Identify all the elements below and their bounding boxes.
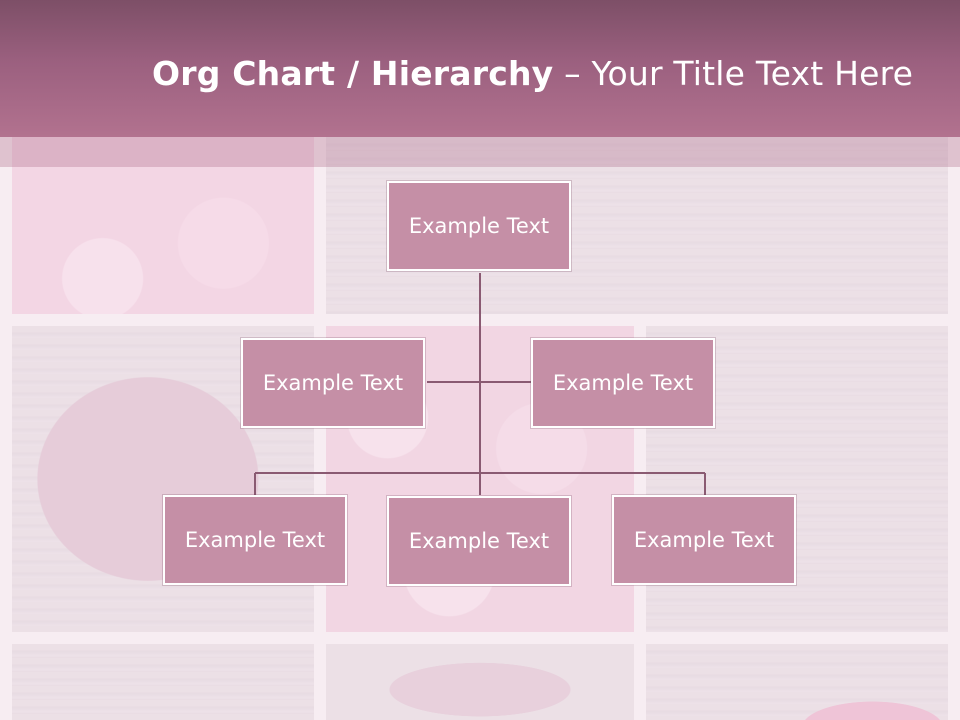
org-node-root[interactable]: Example Text <box>387 181 571 271</box>
org-node-child-right[interactable]: Example Text <box>612 495 796 585</box>
org-node-assistant-left[interactable]: Example Text <box>241 338 425 428</box>
slide-title: Org Chart / Hierarchy – Your Title Text … <box>152 54 913 93</box>
org-node-assistant-left-label: Example Text <box>262 371 404 395</box>
org-node-root-label: Example Text <box>408 214 550 238</box>
org-node-child-right-label: Example Text <box>633 528 775 552</box>
slide-title-bold: Org Chart / Hierarchy <box>152 54 554 93</box>
title-bar: Org Chart / Hierarchy – Your Title Text … <box>0 0 960 137</box>
photo-tile-bottom-right <box>646 644 948 720</box>
slide-title-light: Your Title Text Here <box>591 54 914 93</box>
org-node-assistant-right-label: Example Text <box>552 371 694 395</box>
photo-tile-bottom-left <box>12 644 314 720</box>
org-node-child-center[interactable]: Example Text <box>387 496 571 586</box>
org-node-child-center-label: Example Text <box>408 529 550 553</box>
photo-tile-marshmallow-hearts <box>12 137 314 314</box>
title-bar-shadow-band <box>0 137 960 167</box>
org-node-child-left[interactable]: Example Text <box>163 495 347 585</box>
org-node-child-left-label: Example Text <box>184 528 326 552</box>
org-node-assistant-right[interactable]: Example Text <box>531 338 715 428</box>
photo-tile-bottom-center <box>326 644 634 720</box>
slide-title-dash: – <box>553 54 592 93</box>
